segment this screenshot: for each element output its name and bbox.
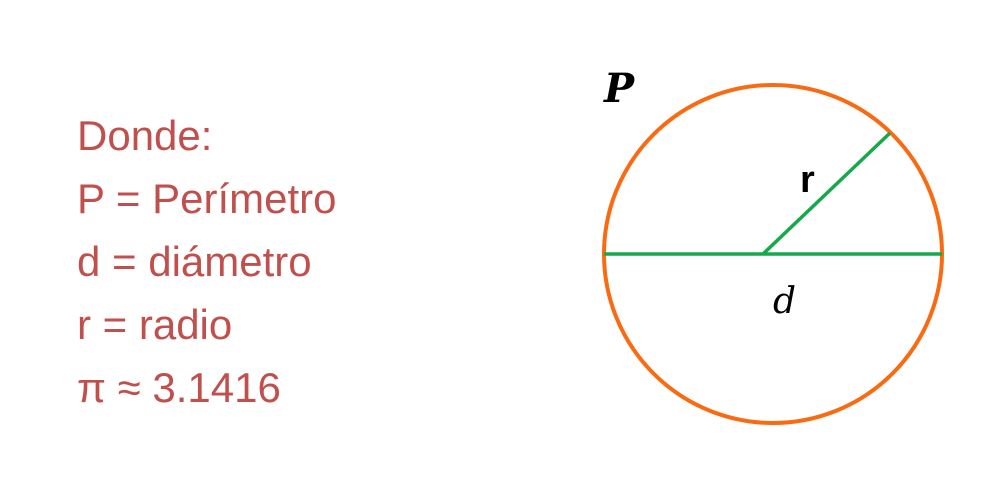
legend-heading: Donde: [77,112,213,159]
legend-pi-def: π ≈ 3.1416 [77,364,281,411]
radius-line [761,131,892,256]
legend-perimeter-def: P = Perímetro [77,175,337,222]
diameter-label: d [773,281,796,322]
legend-block: Donde: P = Perímetro d = diámetro r = ra… [77,104,337,419]
radius-label: r [800,159,815,201]
legend-diameter-def: d = diámetro [77,238,312,285]
legend-radius-def: r = radio [77,301,233,348]
perimeter-label: P [603,65,636,112]
